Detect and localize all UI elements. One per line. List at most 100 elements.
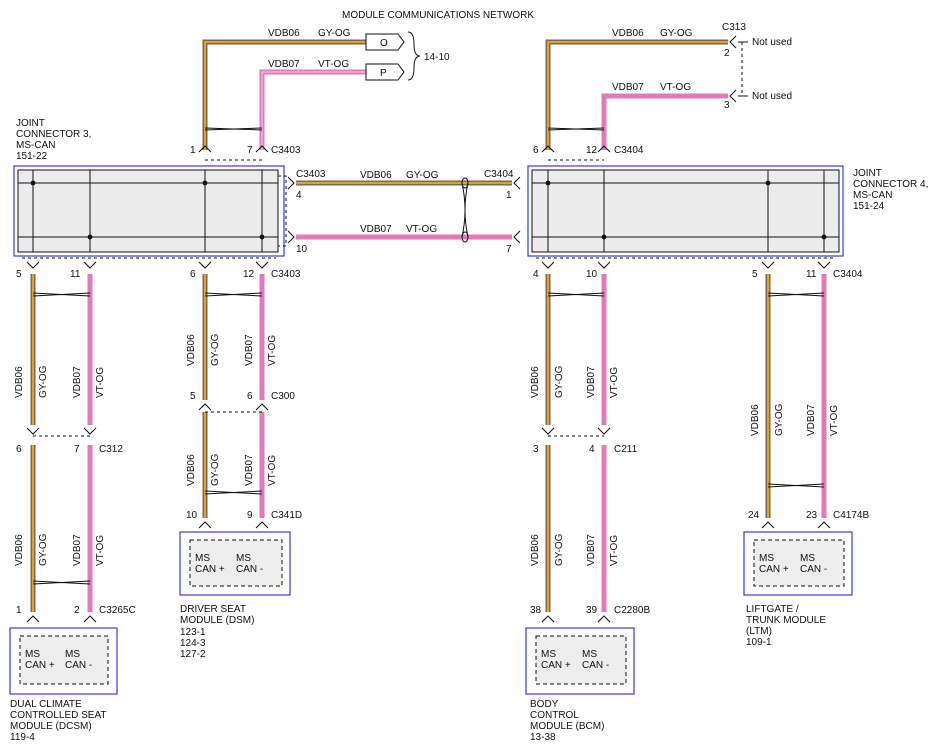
pin-label: 3 — [724, 100, 730, 111]
dsm-label-ref2: 124-3 — [180, 638, 206, 649]
wire-label-vdb07: VDB07 — [586, 366, 597, 398]
module-ms-label: MS — [65, 649, 80, 660]
bcm-label-line2: CONTROL — [530, 710, 579, 721]
jc3-label-line2: CONNECTOR 3, — [16, 129, 91, 140]
pin-label: 10 — [586, 269, 598, 280]
dsm-label-line1: DRIVER SEAT — [180, 604, 246, 615]
wire-label-vt-og: VT-OG — [318, 59, 349, 70]
jc4-label-ref: 151-24 — [853, 201, 885, 212]
module-ms-label: MS — [759, 553, 774, 564]
pin-label: 1 — [16, 605, 22, 616]
joint-connector-3[interactable] — [13, 165, 285, 257]
module-dcsm[interactable]: MS CAN + MS CAN - — [9, 627, 118, 695]
joint-connector-4[interactable] — [527, 165, 844, 257]
wire-label-vt-og: VT-OG — [267, 335, 278, 366]
wire-label-vdb07: VDB07 — [72, 366, 83, 398]
module-dsm[interactable]: MS CAN + MS CAN - — [179, 531, 291, 596]
module-ms-label: MS — [800, 553, 815, 564]
connector-label-c3404-link: C3404 — [484, 169, 514, 180]
twist-mark — [32, 292, 91, 585]
wire-label-gy-og: GY-OG — [38, 365, 49, 398]
wire-label-vt-og: VT-OG — [95, 367, 106, 398]
bcm-label-line3: MODULE (BCM) — [530, 721, 604, 732]
dcsm-label-line2: CONTROLLED SEAT — [10, 710, 107, 721]
wire-label-vdb07: VDB07 — [806, 404, 817, 436]
wire-label-gy-og: GY-OG — [774, 403, 785, 436]
module-can-minus-label: CAN - — [582, 660, 609, 671]
connector-label-c211: C211 — [614, 444, 638, 455]
not-used-label-3: Not used — [752, 91, 792, 102]
pin-label: 10 — [186, 510, 198, 521]
wire-label-gy-og: GY-OG — [554, 365, 565, 398]
module-can-minus-label: CAN - — [800, 564, 827, 575]
module-can-plus-label: CAN + — [195, 564, 225, 575]
offpage-brace — [407, 31, 421, 81]
wire-label-vt-og: VT-OG — [660, 82, 691, 93]
pin-label: 5 — [752, 269, 758, 280]
wire-label-gy-og: GY-OG — [210, 453, 221, 486]
twist-mark — [767, 292, 825, 488]
wire-label-vdb06: VDB06 — [530, 534, 541, 566]
connector-label-c313: C313 — [722, 22, 746, 33]
diagram-title: MODULE COMMUNICATIONS NETWORK — [342, 10, 534, 21]
pin-label: 5 — [16, 269, 22, 280]
connector-label-c3403-link: C3403 — [296, 169, 326, 180]
pin-label: 6 — [533, 145, 539, 156]
bcm-label-line1: BODY — [530, 699, 559, 710]
connector-label-c3403-top: C3403 — [271, 145, 301, 156]
wire-label-vdb06: VDB06 — [360, 170, 392, 181]
offpage-label-o: O — [380, 38, 388, 49]
module-can-minus-label: CAN - — [236, 564, 263, 575]
module-can-plus-label: CAN + — [541, 660, 571, 671]
module-can-minus-label: CAN - — [65, 660, 92, 671]
wire-label-gy-og: GY-OG — [38, 533, 49, 566]
dsm-label-ref1: 123-1 — [180, 627, 206, 638]
connector-label-c300: C300 — [271, 391, 295, 402]
twist-mark — [547, 292, 605, 297]
wire-label-gy-og: GY-OG — [660, 28, 693, 39]
connector-label-c3404-top: C3404 — [614, 145, 644, 156]
pin-label: 3 — [533, 444, 539, 455]
pin-label: 4 — [533, 269, 539, 280]
offpage-connector-o[interactable]: O — [365, 33, 405, 51]
connector-label-c3403-bottom: C3403 — [271, 269, 301, 280]
pin-label: 23 — [806, 510, 818, 521]
ltm-label-ref: 109-1 — [746, 637, 772, 648]
offpage-connector-p[interactable]: P — [365, 63, 405, 81]
connector-label-c312: C312 — [99, 444, 123, 455]
pin-label: 39 — [586, 605, 598, 616]
wire-label-vdb06: VDB06 — [14, 366, 25, 398]
connector-label-c2280b: C2280B — [614, 605, 650, 616]
pin-label: 11 — [806, 269, 817, 280]
pin-label: 5 — [190, 391, 196, 402]
wire-label-vdb06: VDB06 — [186, 334, 197, 366]
connector-label-c341d: C341D — [271, 510, 302, 521]
wire-label-gy-og: GY-OG — [554, 533, 565, 566]
wire-label-vdb06: VDB06 — [530, 366, 541, 398]
pin-label: 7 — [74, 444, 80, 455]
dsm-label-line2: MODULE (DSM) — [180, 615, 254, 626]
module-ltm[interactable]: MS CAN + MS CAN - — [743, 531, 853, 596]
jc4-label-line2: CONNECTOR 4, — [853, 179, 928, 190]
module-bcm[interactable]: MS CAN + MS CAN - — [525, 627, 635, 695]
ltm-label-line3: (LTM) — [746, 626, 772, 637]
module-can-plus-label: CAN + — [25, 660, 55, 671]
wire-label-vt-og: VT-OG — [95, 535, 106, 566]
wire-vdb06-top-left — [202, 39, 366, 150]
module-ms-label: MS — [25, 649, 40, 660]
jc3-label-line3: MS-CAN — [16, 140, 55, 151]
wire-label-vdb06: VDB06 — [750, 404, 761, 436]
jc4-label-line3: MS-CAN — [853, 190, 892, 201]
pin-label: 7 — [506, 244, 512, 255]
pin-label: 10 — [296, 244, 308, 255]
twist-mark — [461, 177, 469, 243]
offpage-label-p: P — [380, 68, 387, 79]
connector-label-c4174b: C4174B — [833, 510, 869, 521]
pin-label: 4 — [589, 444, 595, 455]
dcsm-label-line3: MODULE (DCSM) — [10, 721, 92, 732]
pin-label: 6 — [247, 391, 253, 402]
wire-label-vdb07: VDB07 — [268, 59, 300, 70]
wire-vdb06-top-right — [545, 39, 728, 150]
wire-label-vt-og: VT-OG — [267, 455, 278, 486]
